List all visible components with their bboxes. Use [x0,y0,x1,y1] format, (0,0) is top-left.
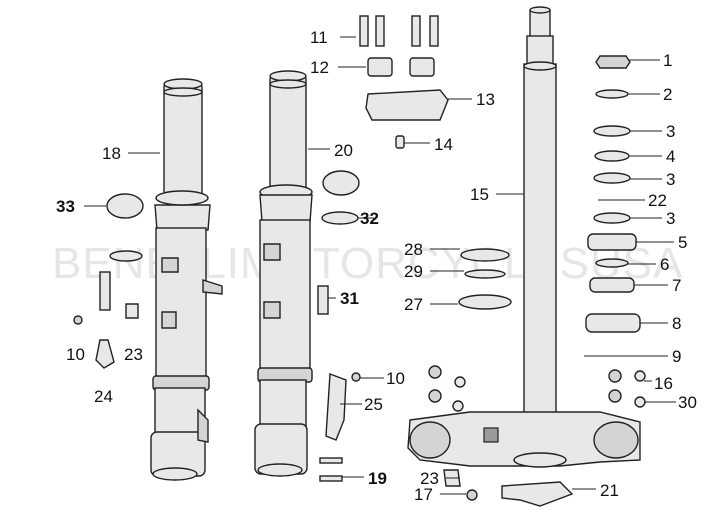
top-clamp-parts [359,15,449,149]
callout-21: 21 [600,481,619,500]
bolt-19a [319,457,343,464]
bolt-19b [319,475,343,482]
callout-18: 18 [102,144,121,163]
steering-stem [523,6,557,417]
callout-24: 24 [94,387,113,406]
callout-9: 9 [672,347,681,366]
clip-23a [125,303,139,319]
callout-16: 16 [654,374,673,393]
pin-14 [395,135,405,149]
seal-32 [321,211,359,225]
bracket-25 [325,373,347,441]
callout-22: 22 [648,191,667,210]
bolt-17 [466,489,478,501]
bolt-11c [411,15,421,47]
callout-labels: 1 2 3 4 3 22 3 5 6 7 8 9 16 30 11 12 13 … [56,28,697,504]
nut-5 [587,233,637,251]
callout-6: 6 [660,255,669,274]
callout-4: 4 [666,147,675,166]
oil-seal-33 [106,193,144,219]
callout-29: 29 [404,262,423,281]
callout-15: 15 [470,185,489,204]
callout-25: 25 [364,395,383,414]
callout-14: 14 [434,135,453,154]
cover-4 [594,150,630,162]
callout-10a: 10 [66,345,85,364]
clamp-bolts [428,365,646,412]
oil-seal-right [322,170,360,196]
leader-lines [84,36,676,495]
center-bearings [458,248,512,310]
callout-17: 17 [414,485,433,504]
bracket-21 [501,481,574,507]
race-27 [458,294,512,310]
callout-10b: 10 [386,369,405,388]
callout-28: 28 [404,240,423,259]
left-fork-leg [150,78,223,481]
callout-30: 30 [678,393,697,412]
callout-3a: 3 [666,122,675,141]
bearing-7 [589,277,635,293]
balls-29 [464,269,506,279]
bolt-10a [73,315,83,325]
left-small-parts [73,170,574,507]
ring-33b [109,250,143,262]
top-nut-1 [595,55,631,69]
cap-12b [409,57,435,77]
callout-20: 20 [334,141,353,160]
bearing-8 [585,313,641,333]
callout-7: 7 [672,276,681,295]
callout-13: 13 [476,90,495,109]
callout-23b: 23 [420,469,439,488]
bolt-11a [359,15,369,47]
callout-2: 2 [663,85,672,104]
washer-3a [593,125,631,137]
callout-5: 5 [678,233,687,252]
callout-1: 1 [663,51,672,70]
pin-31 [317,285,329,315]
right-fork-leg [254,70,313,477]
callout-12: 12 [310,58,329,77]
seal-6 [595,258,629,268]
bolt-11b [375,15,385,47]
callout-27: 27 [404,295,423,314]
holder-13 [365,89,449,121]
callout-33: 33 [56,197,75,216]
cap-12a [367,57,393,77]
lock-washer-2 [595,89,629,99]
bracket-24 [95,339,115,369]
cover-28 [460,248,510,262]
pin-left [99,271,111,311]
callout-19: 19 [368,469,387,488]
callout-23a: 23 [124,345,143,364]
washer-3b [593,172,631,184]
callout-3b: 3 [666,170,675,189]
bolt-10b [351,372,361,382]
callout-3c: 3 [666,209,675,228]
lower-triple-clamp [407,411,641,468]
callout-11: 11 [310,28,328,47]
callout-31: 31 [340,289,359,308]
callout-8: 8 [672,314,681,333]
callout-32: 32 [360,209,379,228]
bolt-11d [429,15,439,47]
washer-3c [593,212,631,224]
bearing-stack [584,55,641,357]
